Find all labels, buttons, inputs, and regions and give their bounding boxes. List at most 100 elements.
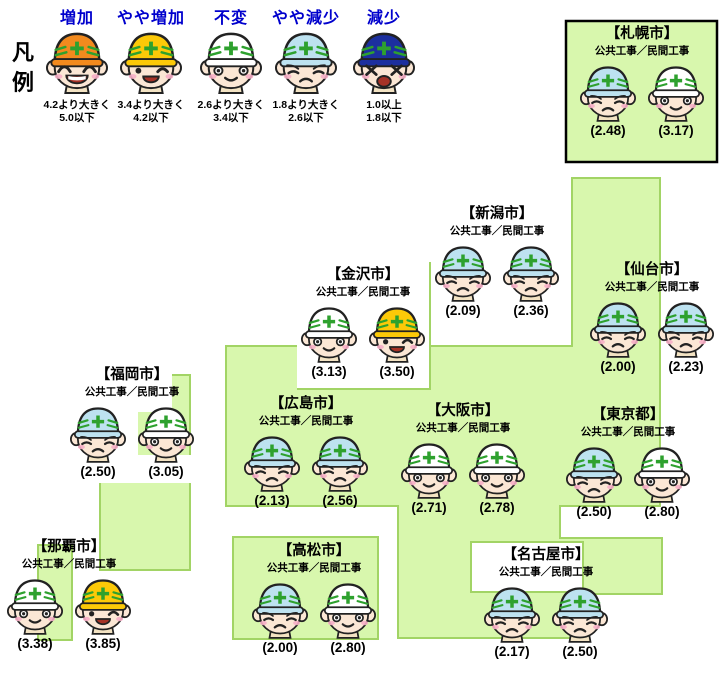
public-works-value: (2.48): [590, 123, 626, 138]
worker-face-public-icon: .ln{stroke:#222;fill:none;stroke-linecap…: [68, 403, 128, 463]
city-osaka: 【大阪市】 公共工事／民間工事 .ln{stroke:#222;fill:non…: [392, 402, 534, 515]
private-works-value: (3.50): [379, 364, 415, 379]
range-line2: 1.8以下: [366, 112, 402, 124]
city-works-label: 公共工事／民間工事: [580, 426, 676, 438]
public-works-value: (2.09): [445, 303, 481, 318]
city-name: 【名古屋市】: [502, 547, 590, 563]
public-works-value: (2.50): [576, 504, 612, 519]
worker-face-private-icon: .ln{stroke:#222;fill:none;stroke-linecap…: [646, 62, 706, 122]
legend-item-decrease: 減少 .ln{stroke:#222;fill:none;stroke-line…: [345, 4, 423, 125]
worker-face-slight-increase-icon: .ln{stroke:#222;fill:none;stroke-linecap…: [112, 28, 190, 99]
public-works-value: (2.17): [494, 644, 530, 659]
worker-face-public-icon: .ln{stroke:#222;fill:none;stroke-linecap…: [299, 303, 359, 363]
range-line1: 4.2より大きく: [43, 99, 111, 111]
range-line2: 3.4以下: [213, 112, 249, 124]
legend-label: 増加: [59, 10, 94, 27]
private-works-value: (2.56): [322, 493, 358, 508]
city-naha: 【那覇市】 公共工事／民間工事 .ln{stroke:#222;fill:non…: [0, 538, 138, 651]
public-works-value: (2.50): [80, 464, 116, 479]
worker-face-private-icon: .ln{stroke:#222;fill:none;stroke-linecap…: [656, 298, 716, 358]
range-line1: 2.6より大きく: [197, 99, 265, 111]
public-works-value: (2.00): [600, 359, 636, 374]
worker-face-increase-icon: .ln{stroke:#222;fill:none;stroke-linecap…: [38, 28, 116, 99]
city-name: 【札幌市】: [605, 26, 679, 42]
city-works-label: 公共工事／民間工事: [21, 558, 117, 570]
range-line1: 1.0以上: [366, 99, 402, 111]
private-works-value: (2.80): [330, 640, 366, 655]
city-niigata: 【新潟市】 公共工事／民間工事 .ln{stroke:#222;fill:non…: [424, 205, 570, 318]
worker-face-private-icon: .ln{stroke:#222;fill:none;stroke-linecap…: [632, 443, 692, 503]
city-works-label: 公共工事／民間工事: [266, 562, 362, 574]
city-name: 【高松市】: [277, 543, 351, 559]
legend-label: やや増加: [116, 10, 185, 27]
legend-item-slight-decrease: やや減少 .ln{stroke:#222;fill:none;stroke-li…: [267, 4, 345, 125]
city-nagoya: 【名古屋市】 公共工事／民間工事 .ln{stroke:#222;fill:no…: [472, 546, 620, 659]
worker-face-private-icon: .ln{stroke:#222;fill:none;stroke-linecap…: [136, 403, 196, 463]
range-line2: 5.0以下: [59, 112, 95, 124]
city-kanazawa: 【金沢市】 公共工事／民間工事 .ln{stroke:#222;fill:non…: [299, 266, 427, 379]
legend-title: 凡例: [8, 38, 38, 98]
worker-face-private-icon: .ln{stroke:#222;fill:none;stroke-linecap…: [501, 242, 561, 302]
worker-face-decrease-icon: .ln{stroke:#222;fill:none;stroke-linecap…: [345, 28, 423, 99]
nagoya-callout-bg: [470, 541, 584, 593]
city-name: 【仙台市】: [615, 262, 689, 278]
legend-label: 減少: [366, 10, 401, 27]
city-works-label: 公共工事／民間工事: [258, 415, 354, 427]
city-works-label: 公共工事／民間工事: [415, 422, 511, 434]
legend-item-increase: 増加 .ln{stroke:#222;fill:none;stroke-line…: [38, 4, 116, 125]
city-hiroshima: 【広島市】 公共工事／民間工事 .ln{stroke:#222;fill:non…: [232, 395, 380, 508]
city-takamatsu: 【高松市】 公共工事／民間工事 .ln{stroke:#222;fill:non…: [240, 542, 388, 655]
city-name: 【大阪市】: [426, 403, 500, 419]
legend-item-unchanged: 不変 .ln{stroke:#222;fill:none;stroke-line…: [192, 4, 270, 125]
city-works-label: 公共工事／民間工事: [449, 225, 545, 237]
city-works-label: 公共工事／民間工事: [84, 386, 180, 398]
private-works-value: (3.85): [85, 636, 121, 651]
legend-item-slight-increase: やや増加 .ln{stroke:#222;fill:none;stroke-li…: [112, 4, 190, 125]
public-works-value: (3.13): [311, 364, 347, 379]
private-works-value: (2.23): [668, 359, 704, 374]
private-works-value: (3.05): [148, 464, 184, 479]
city-name: 【東京都】: [591, 407, 665, 423]
worker-face-public-icon: .ln{stroke:#222;fill:none;stroke-linecap…: [242, 432, 302, 492]
city-works-label: 公共工事／民間工事: [604, 281, 700, 293]
city-name: 【広島市】: [269, 396, 343, 412]
legend-label: 不変: [213, 10, 248, 27]
private-works-value: (2.78): [479, 500, 515, 515]
worker-face-public-icon: .ln{stroke:#222;fill:none;stroke-linecap…: [482, 583, 542, 643]
range-line2: 2.6以下: [288, 112, 324, 124]
worker-face-public-icon: .ln{stroke:#222;fill:none;stroke-linecap…: [433, 242, 493, 302]
range-line1: 3.4より大きく: [117, 99, 185, 111]
city-fukuoka: 【福岡市】 公共工事／民間工事 .ln{stroke:#222;fill:non…: [62, 366, 202, 479]
fukuoka-label-bg: [60, 363, 172, 412]
legend-label: やや減少: [271, 10, 340, 27]
public-works-value: (2.71): [411, 500, 447, 515]
worker-face-public-icon: .ln{stroke:#222;fill:none;stroke-linecap…: [588, 298, 648, 358]
public-works-value: (3.38): [17, 636, 53, 651]
private-works-value: (2.80): [644, 504, 680, 519]
worker-face-public-icon: .ln{stroke:#222;fill:none;stroke-linecap…: [399, 439, 459, 499]
worker-face-slight-decrease-icon: .ln{stroke:#222;fill:none;stroke-linecap…: [267, 28, 345, 99]
private-works-value: (2.36): [513, 303, 549, 318]
legend-title-text: 凡例: [11, 40, 34, 95]
city-works-label: 公共工事／民間工事: [315, 286, 411, 298]
public-works-value: (2.13): [254, 493, 290, 508]
city-tokyo: 【東京都】 公共工事／民間工事 .ln{stroke:#222;fill:non…: [556, 406, 700, 519]
worker-face-public-icon: .ln{stroke:#222;fill:none;stroke-linecap…: [564, 443, 624, 503]
worker-face-unchanged-icon: .ln{stroke:#222;fill:none;stroke-linecap…: [192, 28, 270, 99]
city-sendai: 【仙台市】 公共工事／民間工事 .ln{stroke:#222;fill:non…: [586, 261, 718, 374]
range-line1: 1.8より大きく: [272, 99, 340, 111]
range-line2: 4.2以下: [133, 112, 169, 124]
city-name: 【福岡市】: [95, 367, 169, 383]
worker-face-private-icon: .ln{stroke:#222;fill:none;stroke-linecap…: [367, 303, 427, 363]
private-works-value: (3.17): [658, 123, 694, 138]
worker-face-private-icon: .ln{stroke:#222;fill:none;stroke-linecap…: [310, 432, 370, 492]
city-name: 【那覇市】: [32, 539, 106, 555]
city-works-label: 公共工事／民間工事: [498, 566, 594, 578]
worker-face-private-icon: .ln{stroke:#222;fill:none;stroke-linecap…: [73, 575, 133, 635]
city-sapporo: 【札幌市】 公共工事／民間工事 .ln{stroke:#222;fill:non…: [574, 25, 710, 138]
worker-face-private-icon: .ln{stroke:#222;fill:none;stroke-linecap…: [318, 579, 378, 639]
worker-face-private-icon: .ln{stroke:#222;fill:none;stroke-linecap…: [550, 583, 610, 643]
worker-face-private-icon: .ln{stroke:#222;fill:none;stroke-linecap…: [467, 439, 527, 499]
city-name: 【金沢市】: [326, 267, 400, 283]
worker-face-public-icon: .ln{stroke:#222;fill:none;stroke-linecap…: [250, 579, 310, 639]
